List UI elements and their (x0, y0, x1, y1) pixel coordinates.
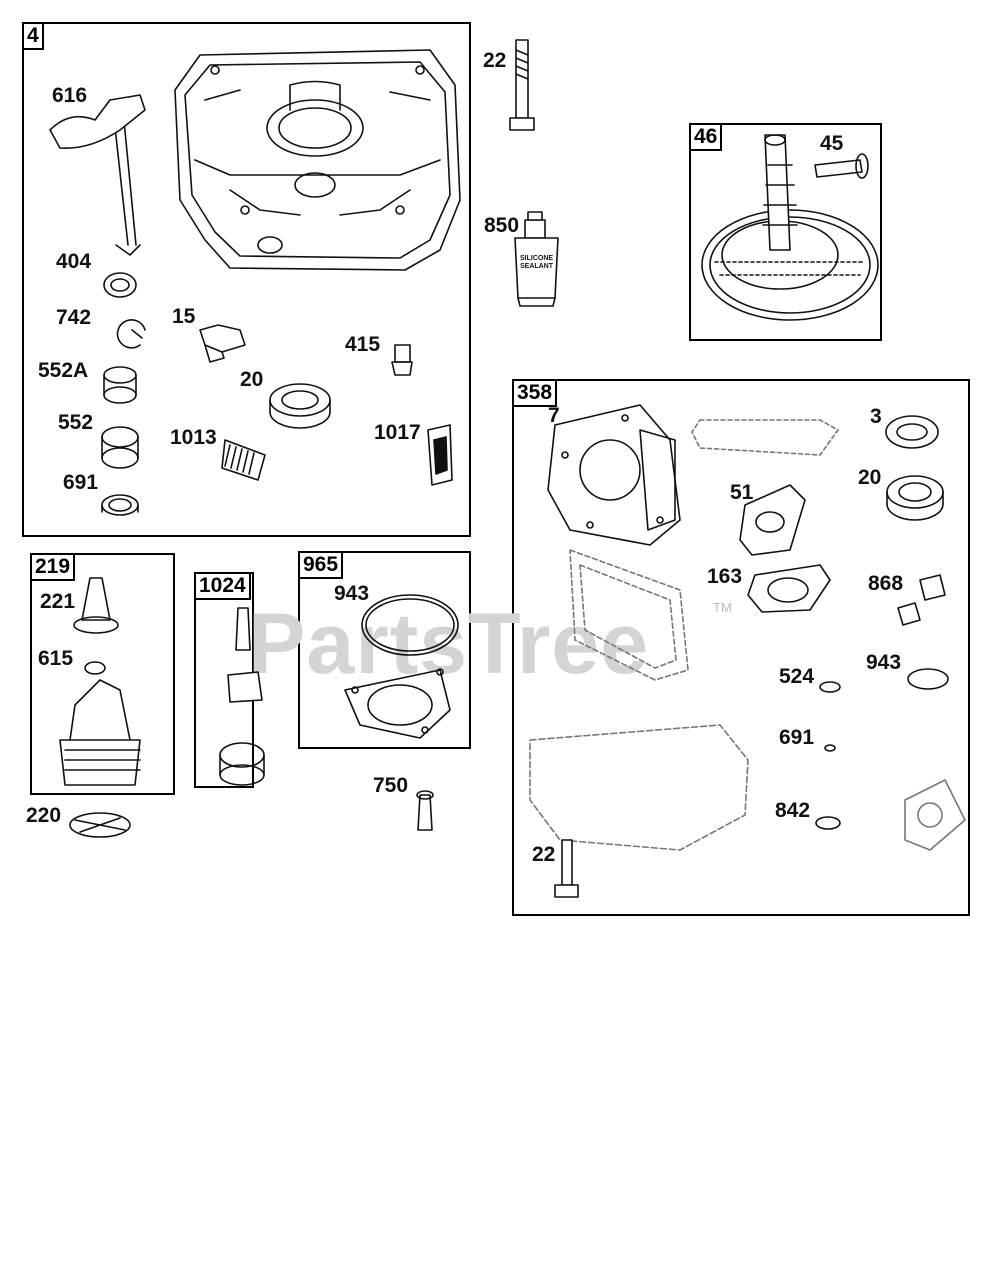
pump-cover-gasket-drawing (344, 668, 451, 739)
o-ring-842-drawing (815, 816, 841, 830)
part-label-524: 524 (779, 665, 815, 688)
camshaft-drawing (701, 134, 879, 321)
crankcase-gasket-drawing (529, 724, 749, 851)
o-ring-943b-drawing (907, 668, 949, 690)
oil-pump-rotor-drawing (219, 607, 265, 786)
seal-552-drawing (101, 426, 139, 469)
group-number: 358 (514, 381, 558, 407)
group-box-358: 358 (512, 379, 970, 916)
part-label-415: 415 (345, 333, 381, 356)
part-label-22: 22 (483, 49, 507, 72)
group-box-4: 4 (22, 22, 471, 537)
trademark-mark: TM (713, 600, 732, 615)
governor-gear-drawing (59, 679, 141, 786)
part-label-868: 868 (868, 572, 904, 595)
bearing-20-drawing (269, 383, 331, 429)
part-label-20b: 20 (858, 466, 882, 489)
o-ring-943a-drawing (361, 594, 459, 656)
bracket-1017-drawing (427, 424, 453, 486)
fitting-415-drawing (391, 344, 413, 376)
part-label-7: 7 (548, 404, 560, 427)
dowel-868-drawing (897, 574, 946, 626)
governor-cup-221-drawing (73, 577, 119, 634)
part-label-1017: 1017 (374, 421, 421, 444)
part-label-943b: 943 (866, 651, 902, 674)
part-label-20a: 20 (240, 368, 264, 391)
part-label-15: 15 (172, 305, 196, 328)
part-label-45: 45 (820, 132, 844, 155)
spring-1013-drawing (221, 439, 266, 481)
part-label-22b: 22 (532, 843, 556, 866)
part-label-552a: 552A (38, 359, 89, 382)
screw-750-drawing (416, 790, 434, 831)
part-label-51: 51 (730, 481, 754, 504)
gasket-dashed-drawing (691, 419, 839, 456)
retainer-615-drawing (84, 661, 106, 675)
part-label-750: 750 (373, 774, 409, 797)
part-label-1013: 1013 (170, 426, 217, 449)
head-gasket-7-drawing (547, 404, 681, 546)
breather-gasket-drawing (904, 779, 966, 851)
part-label-552: 552 (58, 411, 94, 434)
washer-220-drawing (69, 812, 131, 838)
sealant-text: SILICONE SEALANT (520, 255, 554, 270)
plug-15-drawing (199, 324, 246, 363)
crankcase-cover-drawing (174, 49, 461, 271)
part-label-850: 850 (484, 214, 520, 237)
o-ring-691b-drawing (824, 744, 836, 752)
sealant-tube-drawing (514, 211, 559, 307)
governor-shaft-drawing (49, 94, 146, 256)
part-label-404: 404 (56, 250, 92, 273)
part-label-943a: 943 (334, 582, 370, 605)
part-label-742: 742 (56, 306, 92, 329)
group-box-965: 965 (298, 551, 471, 749)
valve-cover-gasket-drawing (569, 549, 689, 681)
part-label-691: 691 (63, 471, 99, 494)
group-number: 219 (32, 555, 76, 581)
group-box-219: 219 (30, 553, 175, 795)
part-label-842: 842 (775, 799, 811, 822)
group-number: 4 (24, 24, 44, 50)
bolt-22b-drawing (554, 839, 579, 898)
group-number: 965 (300, 553, 344, 579)
group-number: 1024 (196, 574, 251, 600)
part-label-220: 220 (26, 804, 62, 827)
seal-552a-drawing (103, 366, 137, 404)
gasket-163-drawing (747, 564, 831, 613)
bearing-20b-drawing (886, 475, 944, 521)
part-label-163: 163 (707, 565, 743, 588)
gasket-51-drawing (739, 484, 806, 556)
part-label-616: 616 (52, 84, 88, 107)
o-ring-524-drawing (819, 681, 841, 693)
part-label-3: 3 (870, 405, 882, 428)
part-label-691b: 691 (779, 726, 815, 749)
e-clip-742-drawing (116, 319, 146, 349)
group-number: 46 (691, 125, 723, 151)
part-label-615: 615 (38, 647, 74, 670)
group-box-46: 46 (689, 123, 882, 341)
seal-691-drawing (101, 494, 139, 516)
bolt-22-drawing (509, 39, 535, 131)
washer-404-drawing (103, 272, 137, 298)
washer-3-drawing (885, 415, 939, 449)
part-label-221: 221 (40, 590, 76, 613)
